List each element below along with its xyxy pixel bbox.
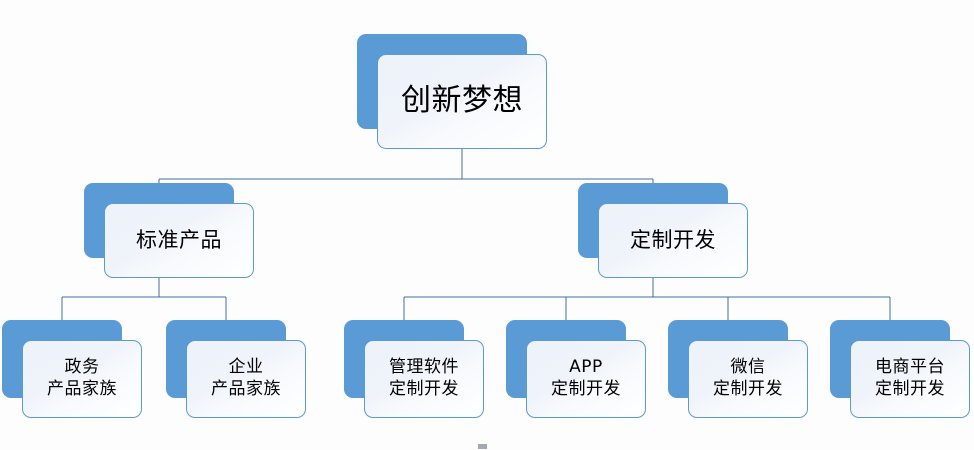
node-standard-products-label: 标准产品 [136,228,222,253]
node-ecommerce-platform-custom-card[interactable]: 电商平台 定制开发 [850,340,970,418]
node-government-product-family[interactable]: 政务 产品家族 [2,320,142,418]
node-wechat-custom-card[interactable]: 微信 定制开发 [688,340,808,418]
node-enterprise-product-family[interactable]: 企业 产品家族 [166,320,306,418]
node-ecommerce-platform-custom-label: 电商平台 定制开发 [875,357,945,399]
node-app-custom-card[interactable]: APP 定制开发 [526,340,646,418]
node-custom-development-card[interactable]: 定制开发 [598,203,748,278]
node-standard-products-card[interactable]: 标准产品 [104,203,254,278]
node-custom-development-label: 定制开发 [630,228,716,253]
node-root[interactable]: 创新梦想 [357,34,547,149]
node-management-software-custom-label: 管理软件 定制开发 [389,357,459,399]
node-management-software-custom-card[interactable]: 管理软件 定制开发 [364,340,484,418]
node-enterprise-product-family-label: 企业 产品家族 [211,357,281,399]
node-enterprise-product-family-card[interactable]: 企业 产品家族 [186,340,306,418]
node-wechat-custom-label: 微信 定制开发 [713,357,783,399]
node-management-software-custom[interactable]: 管理软件 定制开发 [344,320,484,418]
node-custom-development[interactable]: 定制开发 [578,183,748,278]
node-root-card[interactable]: 创新梦想 [377,54,547,149]
node-wechat-custom[interactable]: 微信 定制开发 [668,320,808,418]
node-standard-products[interactable]: 标准产品 [84,183,254,278]
node-root-label: 创新梦想 [401,83,523,119]
node-app-custom-label: APP 定制开发 [551,357,621,399]
node-ecommerce-platform-custom[interactable]: 电商平台 定制开发 [830,320,970,418]
node-government-product-family-label: 政务 产品家族 [47,357,117,399]
node-app-custom[interactable]: APP 定制开发 [506,320,646,418]
render-artifact [478,444,487,449]
node-government-product-family-card[interactable]: 政务 产品家族 [22,340,142,418]
